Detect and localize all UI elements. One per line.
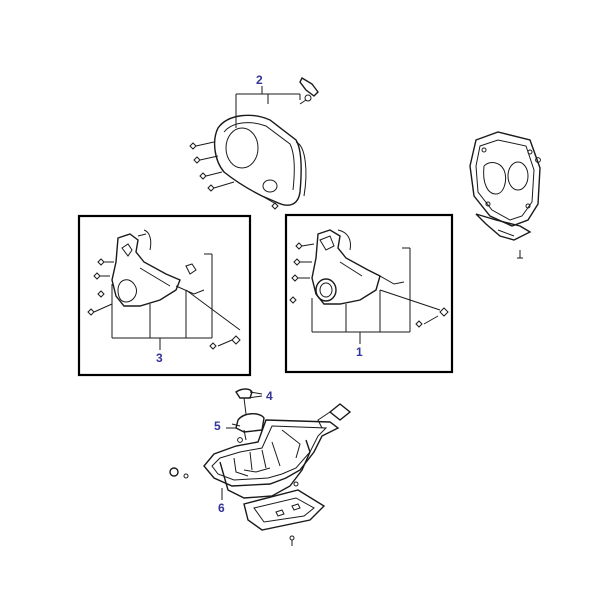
part-1-group[interactable] [289,229,449,344]
oil-strainer-group[interactable] [231,388,265,443]
callout-6[interactable]: 6 [218,501,225,515]
callout-5[interactable]: 5 [214,419,221,433]
oil-pan-group[interactable] [169,403,352,546]
part-3-group[interactable] [87,229,241,350]
callout-4-leader [247,395,263,399]
part-1-frame [284,213,454,374]
rear-plate-group[interactable] [469,131,541,259]
part-3-frame [77,214,252,377]
upper-timing-cover-group[interactable] [189,77,319,210]
callout-4[interactable]: 4 [266,389,273,403]
callout-3[interactable]: 3 [156,351,163,365]
callout-2[interactable]: 2 [256,73,263,87]
callout-1[interactable]: 1 [356,345,363,359]
